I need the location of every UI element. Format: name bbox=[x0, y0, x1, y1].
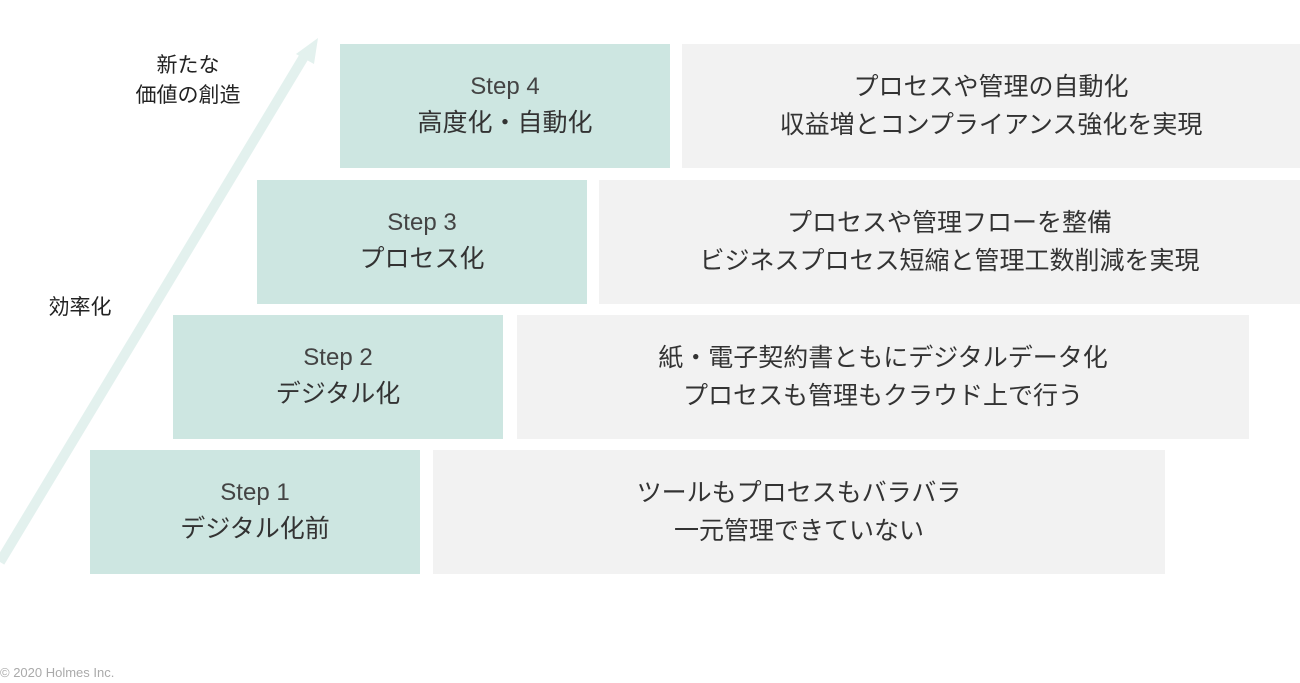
step-number: Step 4 bbox=[470, 73, 540, 100]
growth-arrow-head bbox=[296, 38, 318, 64]
step-description-4: プロセスや管理の自動化 収益増とコンプライアンス強化を実現 bbox=[682, 44, 1300, 168]
step-number: Step 3 bbox=[387, 209, 457, 236]
axis-label-value-creation: 新たな 価値の創造 bbox=[118, 50, 258, 110]
description-line2: ビジネスプロセス短縮と管理工数削減を実現 bbox=[699, 246, 1200, 275]
step-description-1: ツールもプロセスもバラバラ 一元管理できていない bbox=[433, 450, 1165, 574]
axis-label-line2: 価値の創造 bbox=[135, 83, 241, 107]
step-name: プロセス化 bbox=[359, 244, 485, 273]
step-name: デジタル化前 bbox=[180, 514, 330, 543]
description-line2: 収益増とコンプライアンス強化を実現 bbox=[779, 110, 1203, 139]
description-line2: 一元管理できていない bbox=[673, 516, 924, 545]
axis-label-efficiency: 効率化 bbox=[48, 295, 112, 319]
step-box-3: Step 3 プロセス化 bbox=[257, 180, 587, 304]
step-name: デジタル化 bbox=[275, 379, 401, 408]
growth-arrow-shaft bbox=[0, 52, 310, 565]
axis-label-line1: 新たな bbox=[156, 53, 220, 77]
copyright-notice: © 2020 Holmes Inc. bbox=[0, 665, 115, 680]
step-box-4: Step 4 高度化・自動化 bbox=[340, 44, 670, 168]
step-description-3: プロセスや管理フローを整備 ビジネスプロセス短縮と管理工数削減を実現 bbox=[599, 180, 1300, 304]
step-number: Step 1 bbox=[220, 479, 290, 506]
step-box-1: Step 1 デジタル化前 bbox=[90, 450, 420, 574]
description-line1: プロセスや管理の自動化 bbox=[853, 72, 1129, 101]
description-line1: プロセスや管理フローを整備 bbox=[786, 208, 1112, 237]
step-name: 高度化・自動化 bbox=[417, 108, 593, 137]
step-number: Step 2 bbox=[303, 344, 373, 371]
description-line1: ツールもプロセスもバラバラ bbox=[636, 478, 962, 507]
description-line2: プロセスも管理もクラウド上で行う bbox=[682, 381, 1083, 410]
step-box-2: Step 2 デジタル化 bbox=[173, 315, 503, 439]
step-description-2: 紙・電子契約書ともにデジタルデータ化 プロセスも管理もクラウド上で行う bbox=[517, 315, 1249, 439]
description-line1: 紙・電子契約書ともにデジタルデータ化 bbox=[658, 343, 1108, 372]
